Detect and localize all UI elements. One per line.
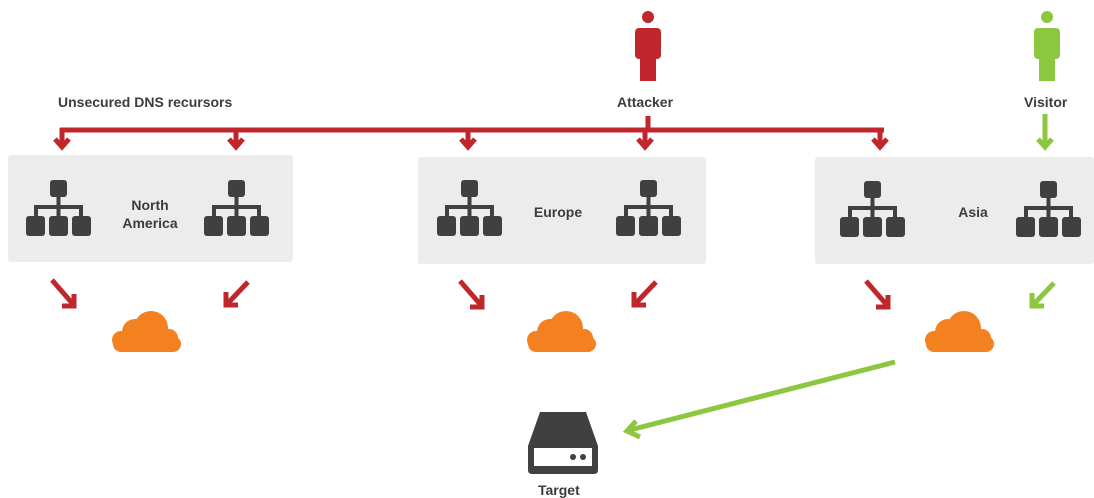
region-name-line1: North bbox=[131, 197, 169, 213]
visitor-down-arrow bbox=[1036, 114, 1054, 151]
cloud-icon bbox=[527, 311, 596, 352]
attack-diagonal-arrows bbox=[50, 278, 891, 310]
region-panel-europe bbox=[418, 157, 706, 264]
cloud-icon bbox=[112, 311, 181, 352]
attacker-label: Attacker bbox=[617, 94, 674, 110]
region-name-line2: America bbox=[122, 215, 178, 231]
region-label-europe: Europe bbox=[522, 203, 594, 221]
cloud-icon bbox=[925, 311, 994, 352]
target-label: Target bbox=[538, 482, 580, 498]
region-label-asia: Asia bbox=[948, 203, 998, 221]
region-name-line1: Europe bbox=[533, 204, 583, 220]
region-name-line1: Asia bbox=[958, 204, 988, 220]
visitor-person-icon bbox=[1034, 11, 1060, 81]
target-server-icon bbox=[528, 412, 598, 474]
legit-traffic-arrow bbox=[622, 359, 896, 440]
attack-distribution-lines bbox=[59, 116, 884, 144]
region-label-north-america: North America bbox=[112, 196, 188, 232]
visitor-diagonal-arrow bbox=[1029, 281, 1056, 309]
visitor-label: Visitor bbox=[1024, 94, 1068, 110]
attacker-person-icon bbox=[635, 11, 661, 81]
attack-down-arrows bbox=[53, 137, 889, 151]
recursors-label: Unsecured DNS recursors bbox=[58, 94, 233, 110]
region-panel-asia bbox=[815, 157, 1094, 264]
